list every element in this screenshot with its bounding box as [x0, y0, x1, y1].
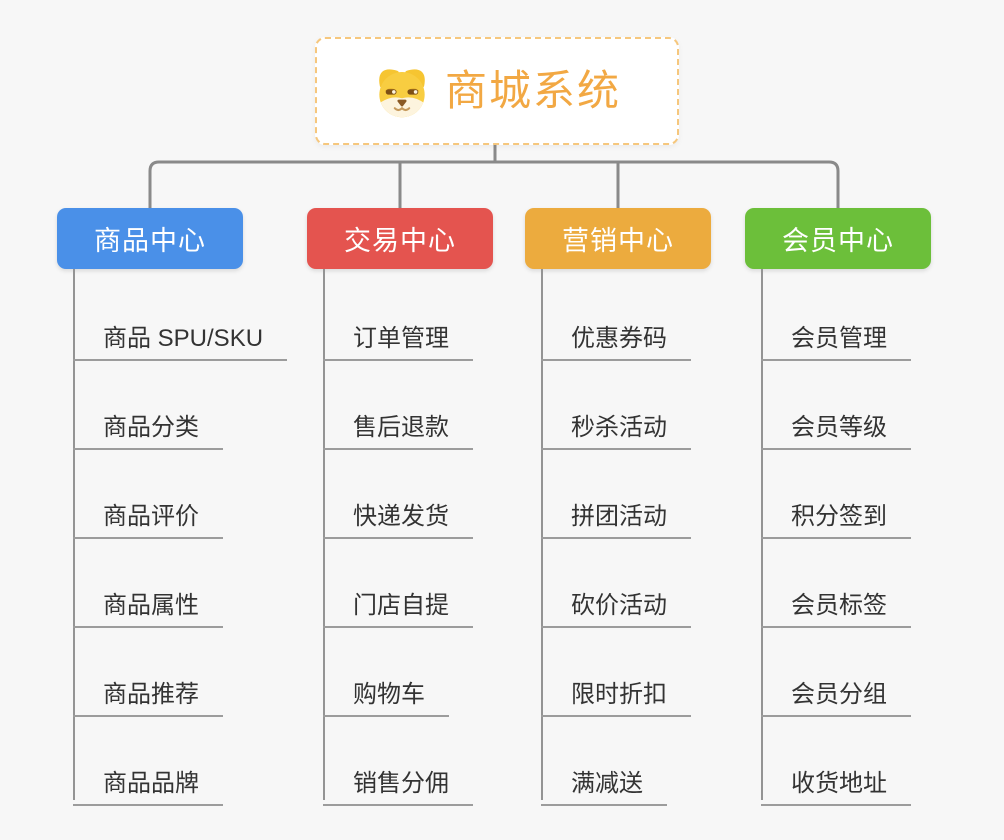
- trunk-line: [541, 269, 543, 800]
- leaf-topic[interactable]: 门店自提: [323, 580, 473, 628]
- leaf-topic[interactable]: 秒杀活动: [541, 402, 691, 450]
- root-node-mall-system[interactable]: 商城系统: [315, 37, 679, 145]
- leaf-topic[interactable]: 商品 SPU/SKU: [73, 313, 288, 361]
- leaf-topic[interactable]: 购物车: [323, 669, 449, 717]
- leaf-topic[interactable]: 售后退款: [323, 402, 473, 450]
- branch-node-marketing-center[interactable]: 营销中心: [525, 208, 711, 269]
- leaf-topic[interactable]: 优惠券码: [541, 313, 691, 361]
- leaf-topic[interactable]: 积分签到: [761, 491, 911, 539]
- bus-line: [148, 160, 840, 209]
- leaf-topic[interactable]: 会员分组: [761, 669, 911, 717]
- trunk-line: [761, 269, 763, 800]
- leaf-topic[interactable]: 满减送: [541, 758, 667, 806]
- leaf-topic[interactable]: 收货地址: [761, 758, 911, 806]
- trunk-line: [73, 269, 75, 800]
- leaf-topic[interactable]: 销售分佣: [323, 758, 473, 806]
- trunk-line: [323, 269, 325, 800]
- leaf-topic[interactable]: 会员管理: [761, 313, 911, 361]
- leaf-topic[interactable]: 限时折扣: [541, 669, 691, 717]
- leaf-topic[interactable]: 商品属性: [73, 580, 223, 628]
- leaf-topic[interactable]: 商品推荐: [73, 669, 223, 717]
- leaf-topic[interactable]: 会员等级: [761, 402, 911, 450]
- doge-icon: [379, 69, 425, 118]
- leaf-topic[interactable]: 订单管理: [323, 313, 473, 361]
- root-title: 商城系统: [444, 67, 621, 114]
- leaf-topic[interactable]: 砍价活动: [541, 580, 691, 628]
- branch-node-product-center[interactable]: 商品中心: [57, 208, 243, 269]
- leaf-topic[interactable]: 拼团活动: [541, 491, 691, 539]
- leaf-topic[interactable]: 商品品牌: [73, 758, 223, 806]
- leaf-topic[interactable]: 快递发货: [323, 491, 473, 539]
- leaf-topic[interactable]: 会员标签: [761, 580, 911, 628]
- leaf-topic[interactable]: 商品分类: [73, 402, 223, 450]
- leaf-topic[interactable]: 商品评价: [73, 491, 223, 539]
- branch-node-trade-center[interactable]: 交易中心: [307, 208, 493, 269]
- branch-node-member-center[interactable]: 会员中心: [745, 208, 931, 269]
